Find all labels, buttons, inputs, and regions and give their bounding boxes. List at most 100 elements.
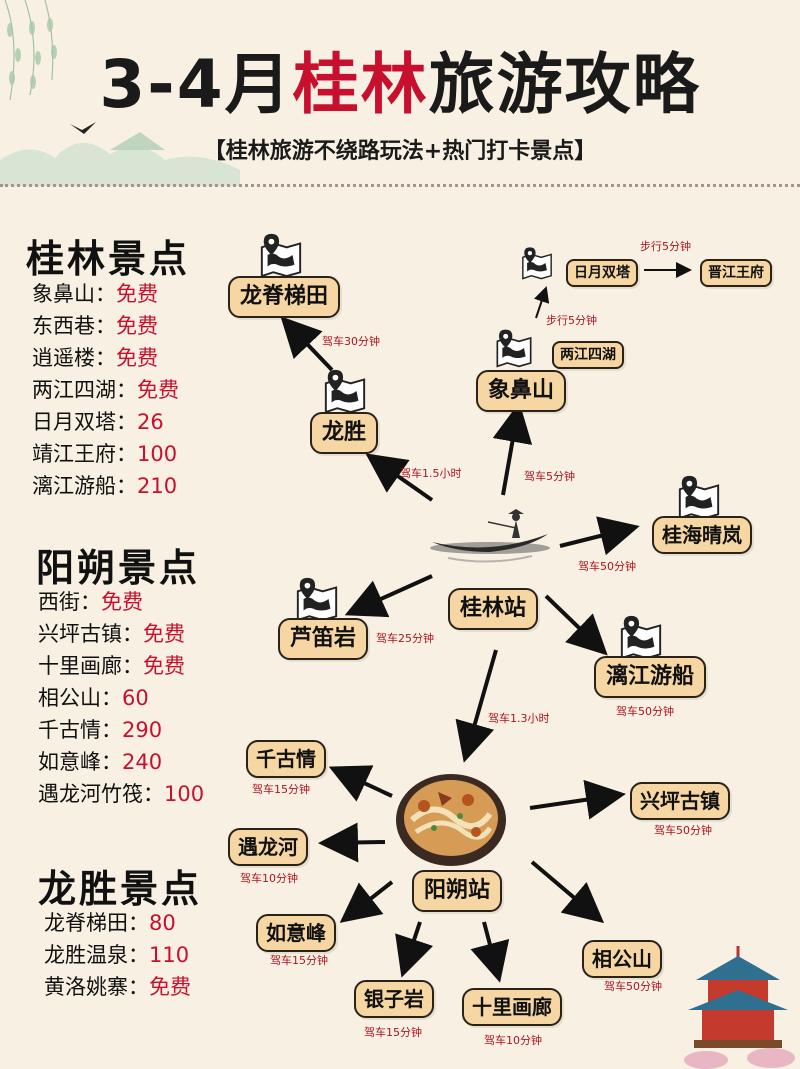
note-xiangbi: 驾车5分钟 (524, 470, 575, 483)
price-row: 漓江游船：210 (32, 470, 179, 502)
node-yinzi: 银子岩 (354, 980, 434, 1018)
note-ruyi: 驾车15分钟 (270, 954, 328, 967)
price-row: 象鼻山：免费 (32, 278, 179, 310)
node-longsheng: 龙胜 (310, 412, 379, 454)
attraction-name: 千古情： (38, 718, 122, 742)
attraction-name: 象鼻山： (32, 282, 116, 306)
attraction-name: 日月双塔： (32, 410, 137, 434)
node-longji: 龙脊梯田 (228, 276, 341, 318)
price-row: 黄洛姚寨：免费 (44, 971, 191, 1003)
attraction-price: 210 (137, 474, 178, 498)
attraction-price: 26 (137, 410, 164, 434)
attraction-price: 免费 (101, 590, 143, 614)
note-xingping: 驾车50分钟 (654, 824, 712, 837)
node-guilin-station: 桂林站 (448, 588, 539, 630)
node-shili: 十里画廊 (462, 988, 562, 1026)
note-longsheng: 驾车1.5小时 (400, 467, 462, 480)
map-pin-icon (678, 475, 720, 520)
title-highlight: 桂林 (292, 46, 429, 123)
map-pin-icon (296, 577, 338, 622)
map-pin-icon (260, 233, 302, 278)
price-row: 兴坪古镇：免费 (38, 618, 204, 650)
price-row: 东西巷：免费 (32, 310, 179, 342)
section-title-yangshuo: 阳朔景点 (36, 546, 201, 590)
attraction-price: 100 (137, 442, 178, 466)
map-pin-icon (324, 369, 366, 414)
attraction-price: 60 (122, 686, 149, 710)
attraction-price: 100 (164, 782, 205, 806)
attraction-name: 东西巷： (32, 314, 116, 338)
noodle-bowl-illustration (396, 774, 506, 866)
node-yulong: 遇龙河 (228, 828, 308, 866)
note-shili: 驾车10分钟 (484, 1034, 542, 1047)
node-riyue: 日月双塔 (566, 259, 638, 287)
attraction-price: 80 (149, 911, 176, 935)
arrow-to-yangshuo (455, 649, 498, 763)
arrow-to-shili (470, 921, 510, 983)
attraction-price: 免费 (116, 282, 158, 306)
note-yangshuo: 驾车1.3小时 (488, 712, 550, 725)
attraction-name: 遇龙河竹筏： (38, 782, 164, 806)
node-liangjiang: 两江四湖 (552, 341, 624, 369)
attraction-name: 龙脊梯田： (44, 911, 149, 935)
node-ruyi: 如意峰 (256, 914, 336, 952)
note-xiangong: 驾车50分钟 (604, 980, 662, 993)
node-jingjiang: 晋江王府 (700, 259, 772, 287)
mountain-decoration (0, 132, 240, 186)
price-row: 遇龙河竹筏：100 (38, 778, 204, 810)
note-yulong: 驾车10分钟 (240, 872, 298, 885)
node-qiangu: 千古情 (246, 740, 326, 778)
attraction-price: 免费 (116, 314, 158, 338)
title-text: 3-4月 (99, 46, 293, 123)
arrow-to-xiangbi (492, 402, 533, 496)
arrow-to-lijiang (544, 594, 608, 656)
attraction-name: 漓江游船： (32, 474, 137, 498)
price-row: 龙胜温泉：110 (44, 939, 191, 971)
map-pin-icon (496, 329, 532, 368)
note-qiangu: 驾车15分钟 (252, 783, 310, 796)
price-row: 西街：免费 (38, 586, 204, 618)
swallow-icon (70, 122, 96, 134)
attraction-price: 免费 (116, 346, 158, 370)
attraction-name: 逍遥楼： (32, 346, 116, 370)
note-longji: 驾车30分钟 (322, 335, 380, 348)
arrow-to-longsheng (365, 453, 434, 502)
attraction-price: 免费 (137, 378, 179, 402)
header-divider (0, 184, 800, 187)
price-row: 逍遥楼：免费 (32, 342, 179, 374)
boat-illustration (430, 509, 550, 563)
node-xingping: 兴坪古镇 (630, 782, 730, 820)
node-xiangbi: 象鼻山 (476, 370, 567, 412)
arrow-walk-riyue (533, 286, 550, 319)
node-ludi: 芦笛岩 (278, 618, 369, 660)
arrow-to-yulong (318, 822, 386, 863)
arrow-to-ruyi (339, 880, 394, 923)
pavilion-decoration (684, 946, 795, 1069)
note-guihai: 驾车50分钟 (578, 560, 636, 573)
attraction-name: 两江四湖： (32, 378, 137, 402)
price-row: 日月双塔：26 (32, 406, 179, 438)
note-yinzi: 驾车15分钟 (364, 1026, 422, 1039)
note-lijiang: 驾车50分钟 (616, 705, 674, 718)
attraction-name: 兴坪古镇： (38, 622, 143, 646)
note-walk1: 步行5分钟 (546, 314, 597, 327)
node-lijiang: 漓江游船 (594, 656, 707, 698)
note-walk2: 步行5分钟 (640, 240, 691, 253)
attraction-name: 相公山： (38, 686, 122, 710)
price-row: 千古情：290 (38, 714, 204, 746)
page-subtitle: 【桂林旅游不绕路玩法+热门打卡景点】 (203, 139, 597, 164)
arrow-to-guihai (559, 516, 640, 556)
attraction-price: 110 (149, 943, 190, 967)
attraction-name: 西街： (38, 590, 101, 614)
price-row: 两江四湖：免费 (32, 374, 179, 406)
attraction-name: 如意峰： (38, 750, 122, 774)
node-xiangong: 相公山 (582, 940, 662, 978)
price-row: 十里画廊：免费 (38, 650, 204, 682)
node-yangshuo-station: 阳朔站 (412, 870, 503, 912)
willow-decoration (4, 0, 57, 101)
attraction-name: 靖江王府： (32, 442, 137, 466)
arrow-to-yinzi (395, 921, 434, 978)
